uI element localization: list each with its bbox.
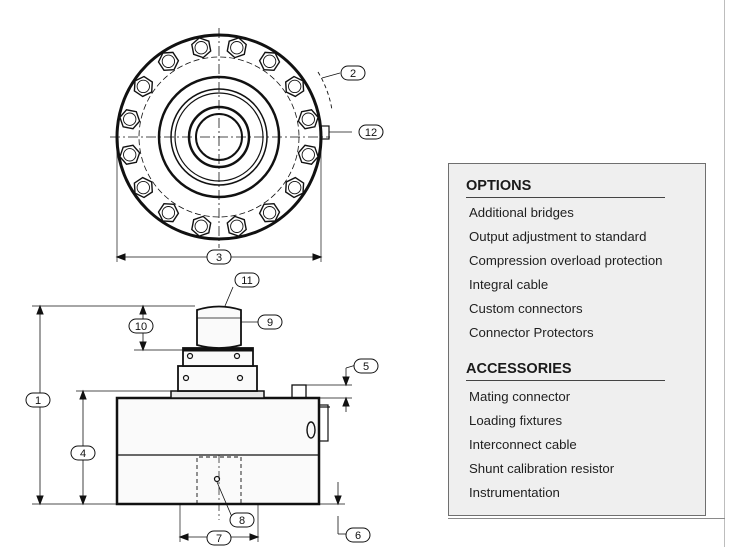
- callout-label: 8: [239, 515, 245, 527]
- bolt-washer: [230, 219, 244, 233]
- bolt-head: [191, 37, 212, 59]
- bolt-washer: [288, 180, 302, 195]
- option-item: Compression overload protection: [469, 253, 663, 268]
- bolt-washer: [161, 206, 176, 220]
- callout-label: 2: [350, 68, 356, 80]
- callout-label: 7: [216, 533, 222, 545]
- bolt-head: [297, 109, 319, 130]
- callout-7: 7: [206, 530, 232, 546]
- callout-4: 4: [70, 445, 96, 461]
- bolt-washer: [288, 79, 302, 94]
- top-view: [110, 28, 352, 262]
- bolt-washer: [136, 180, 150, 195]
- options-underline: [466, 197, 665, 198]
- callout-label: 4: [80, 448, 86, 460]
- bolt-head: [191, 215, 212, 237]
- bolt-head: [133, 75, 154, 98]
- callout-label: 10: [135, 321, 147, 333]
- bolt-head: [133, 176, 154, 199]
- callout-9: 9: [257, 314, 283, 330]
- callout-10: 10: [128, 318, 154, 334]
- bolt-head: [157, 202, 180, 223]
- callout-label: 5: [363, 361, 369, 373]
- side-view: [32, 286, 357, 542]
- callout-11: 11: [234, 272, 260, 288]
- option-item: Connector Protectors: [469, 325, 594, 340]
- callout-5: 5: [353, 358, 379, 374]
- callout-label: 3: [216, 252, 222, 264]
- callout-label: 12: [365, 127, 377, 139]
- callout-label: 9: [267, 317, 273, 329]
- accessory-item: Interconnect cable: [469, 437, 577, 452]
- bolt-washer: [301, 148, 315, 162]
- callout-label: 11: [241, 275, 252, 287]
- bolt-head: [284, 176, 305, 199]
- bolt-washer: [136, 79, 150, 94]
- accessory-item: Mating connector: [469, 389, 571, 404]
- panel-baseline: [448, 518, 725, 519]
- option-item: Custom connectors: [469, 301, 583, 316]
- flange-outer-circle: [115, 33, 323, 241]
- accessory-item: Shunt calibration resistor: [469, 461, 615, 476]
- option-item: Additional bridges: [469, 205, 574, 220]
- bolt-head: [119, 109, 141, 130]
- bolt-washer: [262, 54, 277, 68]
- callout-8: 8: [229, 512, 255, 528]
- bolt-head: [297, 144, 319, 165]
- accessory-item: Instrumentation: [469, 485, 560, 500]
- accessories-heading: ACCESSORIES: [466, 361, 572, 377]
- bolt-washer: [194, 41, 208, 55]
- bolt-washer: [262, 206, 277, 220]
- accessory-item: Loading fixtures: [469, 413, 563, 428]
- option-item: Output adjustment to standard: [469, 229, 647, 244]
- bolt-washer: [301, 112, 315, 126]
- bolt-head: [258, 51, 281, 72]
- options-accessories-panel: OPTIONS Additional bridges Output adjust…: [448, 163, 706, 516]
- bolt-head: [226, 215, 247, 237]
- bolt-head: [258, 202, 281, 223]
- bolt-washer: [161, 54, 176, 68]
- bolt-head: [157, 51, 180, 72]
- accessories-underline: [466, 380, 665, 381]
- callout-2: 2: [340, 65, 366, 81]
- bolt-washer: [230, 41, 244, 55]
- bolt-pattern: [119, 37, 319, 237]
- load-cell-body: [115, 396, 321, 506]
- bolt-washer: [123, 112, 137, 126]
- callout-12: 12: [358, 124, 384, 140]
- callout-3: 3: [206, 249, 232, 265]
- bolt-head: [284, 75, 305, 98]
- callout-label: 6: [355, 530, 361, 542]
- bolt-head: [226, 37, 247, 59]
- callout-label: 1: [35, 395, 41, 407]
- callout-labels: 2 12 3 11 9 10 5 1 4 8 7 6: [25, 65, 384, 546]
- bolt-washer: [123, 148, 137, 162]
- callout-6: 6: [345, 527, 371, 543]
- page-divider: [724, 0, 725, 547]
- option-item: Integral cable: [469, 277, 549, 292]
- bolt-head: [119, 144, 141, 165]
- bolt-washer: [194, 219, 208, 233]
- options-heading: OPTIONS: [466, 178, 532, 194]
- callout-1: 1: [25, 392, 51, 408]
